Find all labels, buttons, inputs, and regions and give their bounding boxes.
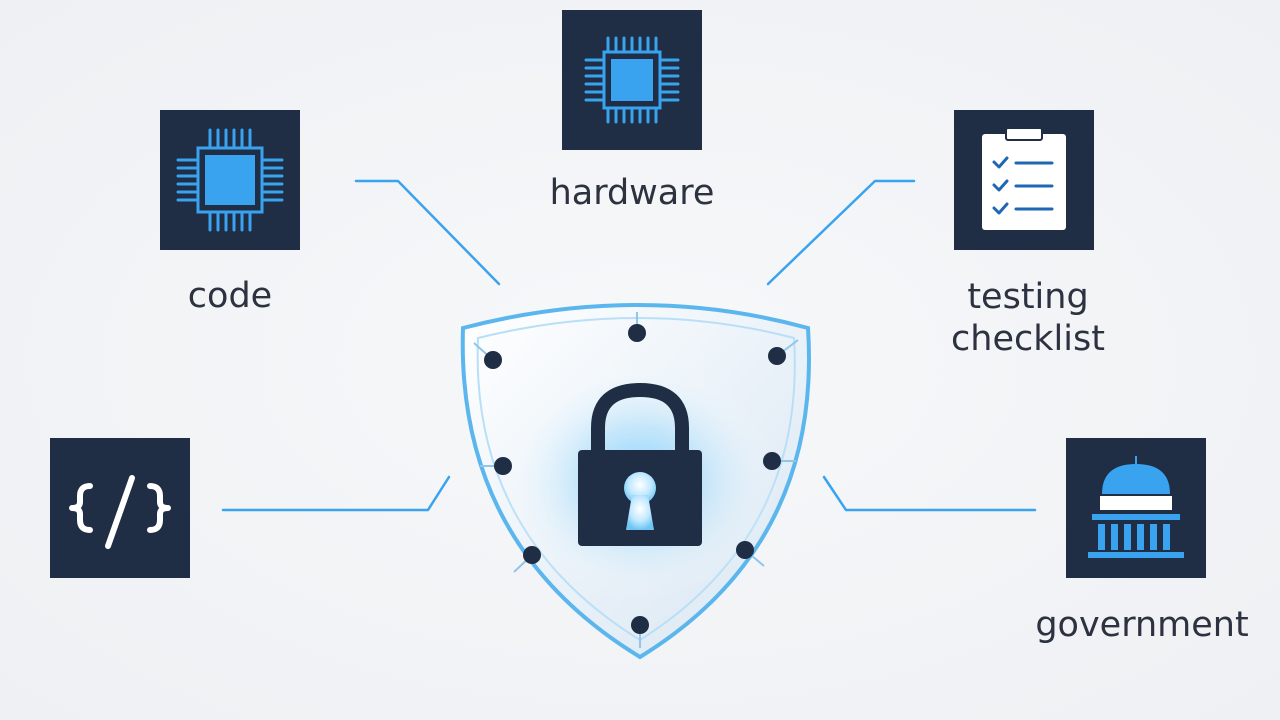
clipboard-checklist-icon <box>982 127 1066 230</box>
testing-label-line-1: testing <box>967 277 1089 317</box>
source-code-tile <box>50 438 190 578</box>
connector-source <box>221 475 451 512</box>
shield-node-dots <box>484 324 786 634</box>
code-label: code <box>187 276 273 316</box>
padlock-icon <box>578 382 702 546</box>
government-label: government <box>1035 605 1249 645</box>
hardware-tile <box>562 10 702 150</box>
microchip-icon <box>584 36 680 124</box>
testing-label-line-2: checklist <box>951 319 1105 359</box>
microchip-icon <box>176 128 284 232</box>
code-brackets-icon <box>69 475 171 549</box>
connector-government <box>822 475 1037 512</box>
hardware-label: hardware <box>549 173 715 213</box>
connector-code <box>354 179 501 286</box>
code-tile <box>160 110 300 250</box>
government-tile <box>1066 438 1206 578</box>
connector-testing <box>766 179 916 286</box>
testing-checklist-label: testing checklist <box>918 276 1138 360</box>
testing-checklist-tile <box>954 110 1094 250</box>
government-building-icon <box>1088 456 1184 558</box>
